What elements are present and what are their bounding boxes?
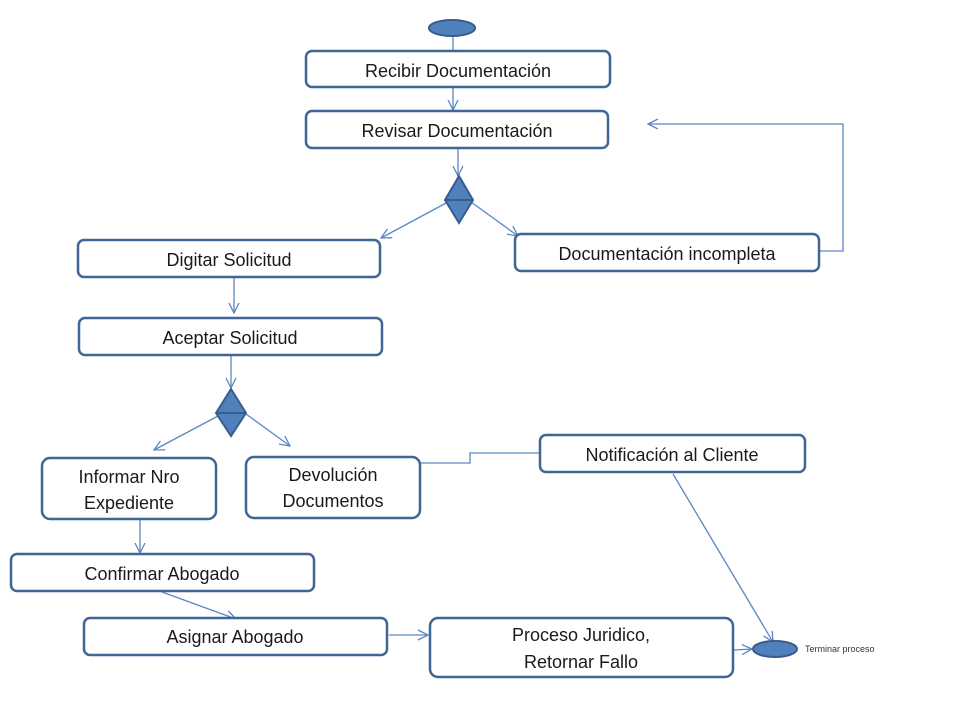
node-asignar-abogado: Asignar Abogado <box>82 616 389 657</box>
node-label-line-2: Retornar Fallo <box>524 652 638 672</box>
decision-node-1 <box>443 174 475 225</box>
node-label: Revisar Documentación <box>361 121 552 141</box>
node-label: Notificación al Cliente <box>585 445 758 465</box>
connector-proceso-end <box>733 649 752 650</box>
node-notificacion-cliente: Notificación al Cliente <box>538 433 807 474</box>
node-label-line-1: Devolución <box>288 465 377 485</box>
connector-notificacion-end <box>672 473 773 642</box>
node-aceptar-solicitud: Aceptar Solicitud <box>77 316 384 357</box>
connector-decision2-devolucion <box>245 413 290 446</box>
node-label: Recibir Documentación <box>365 61 551 81</box>
connectors <box>140 34 844 650</box>
node-proceso-juridico: Proceso Juridico, Retornar Fallo <box>428 616 735 679</box>
node-label: Asignar Abogado <box>166 627 303 647</box>
connector-notificacion-devolucion <box>400 452 540 463</box>
node-informar-nro-expediente: Informar Nro Expediente <box>40 456 218 521</box>
node-label: Documentación incompleta <box>558 244 776 264</box>
node-label-line-1: Informar Nro <box>78 467 179 487</box>
start-node <box>428 19 476 37</box>
node-recibir-documentacion: Recibir Documentación <box>304 49 612 89</box>
node-devolucion-documentos: Devolución Documentos <box>244 455 422 520</box>
connector-confirmar-asignar <box>161 591 236 619</box>
end-node <box>752 640 798 658</box>
connector-decision1-incompleta <box>470 201 518 236</box>
node-label-line-2: Documentos <box>282 491 383 511</box>
end-node-label: Terminar proceso <box>805 644 875 654</box>
node-confirmar-abogado: Confirmar Abogado <box>9 552 316 593</box>
connector-decision2-informar <box>154 415 219 450</box>
connector-decision1-digitar <box>381 201 449 238</box>
node-digitar-solicitud: Digitar Solicitud <box>76 238 382 279</box>
decision-node-2 <box>214 387 248 438</box>
node-revisar-documentacion: Revisar Documentación <box>304 109 610 150</box>
node-documentacion-incompleta: Documentación incompleta <box>513 232 821 273</box>
node-label: Confirmar Abogado <box>84 564 239 584</box>
node-label: Aceptar Solicitud <box>162 328 297 348</box>
connector-incompleta-revisar <box>648 124 844 252</box>
node-label-line-1: Proceso Juridico, <box>512 625 650 645</box>
node-label-line-2: Expediente <box>84 493 174 513</box>
node-label: Digitar Solicitud <box>166 250 291 270</box>
